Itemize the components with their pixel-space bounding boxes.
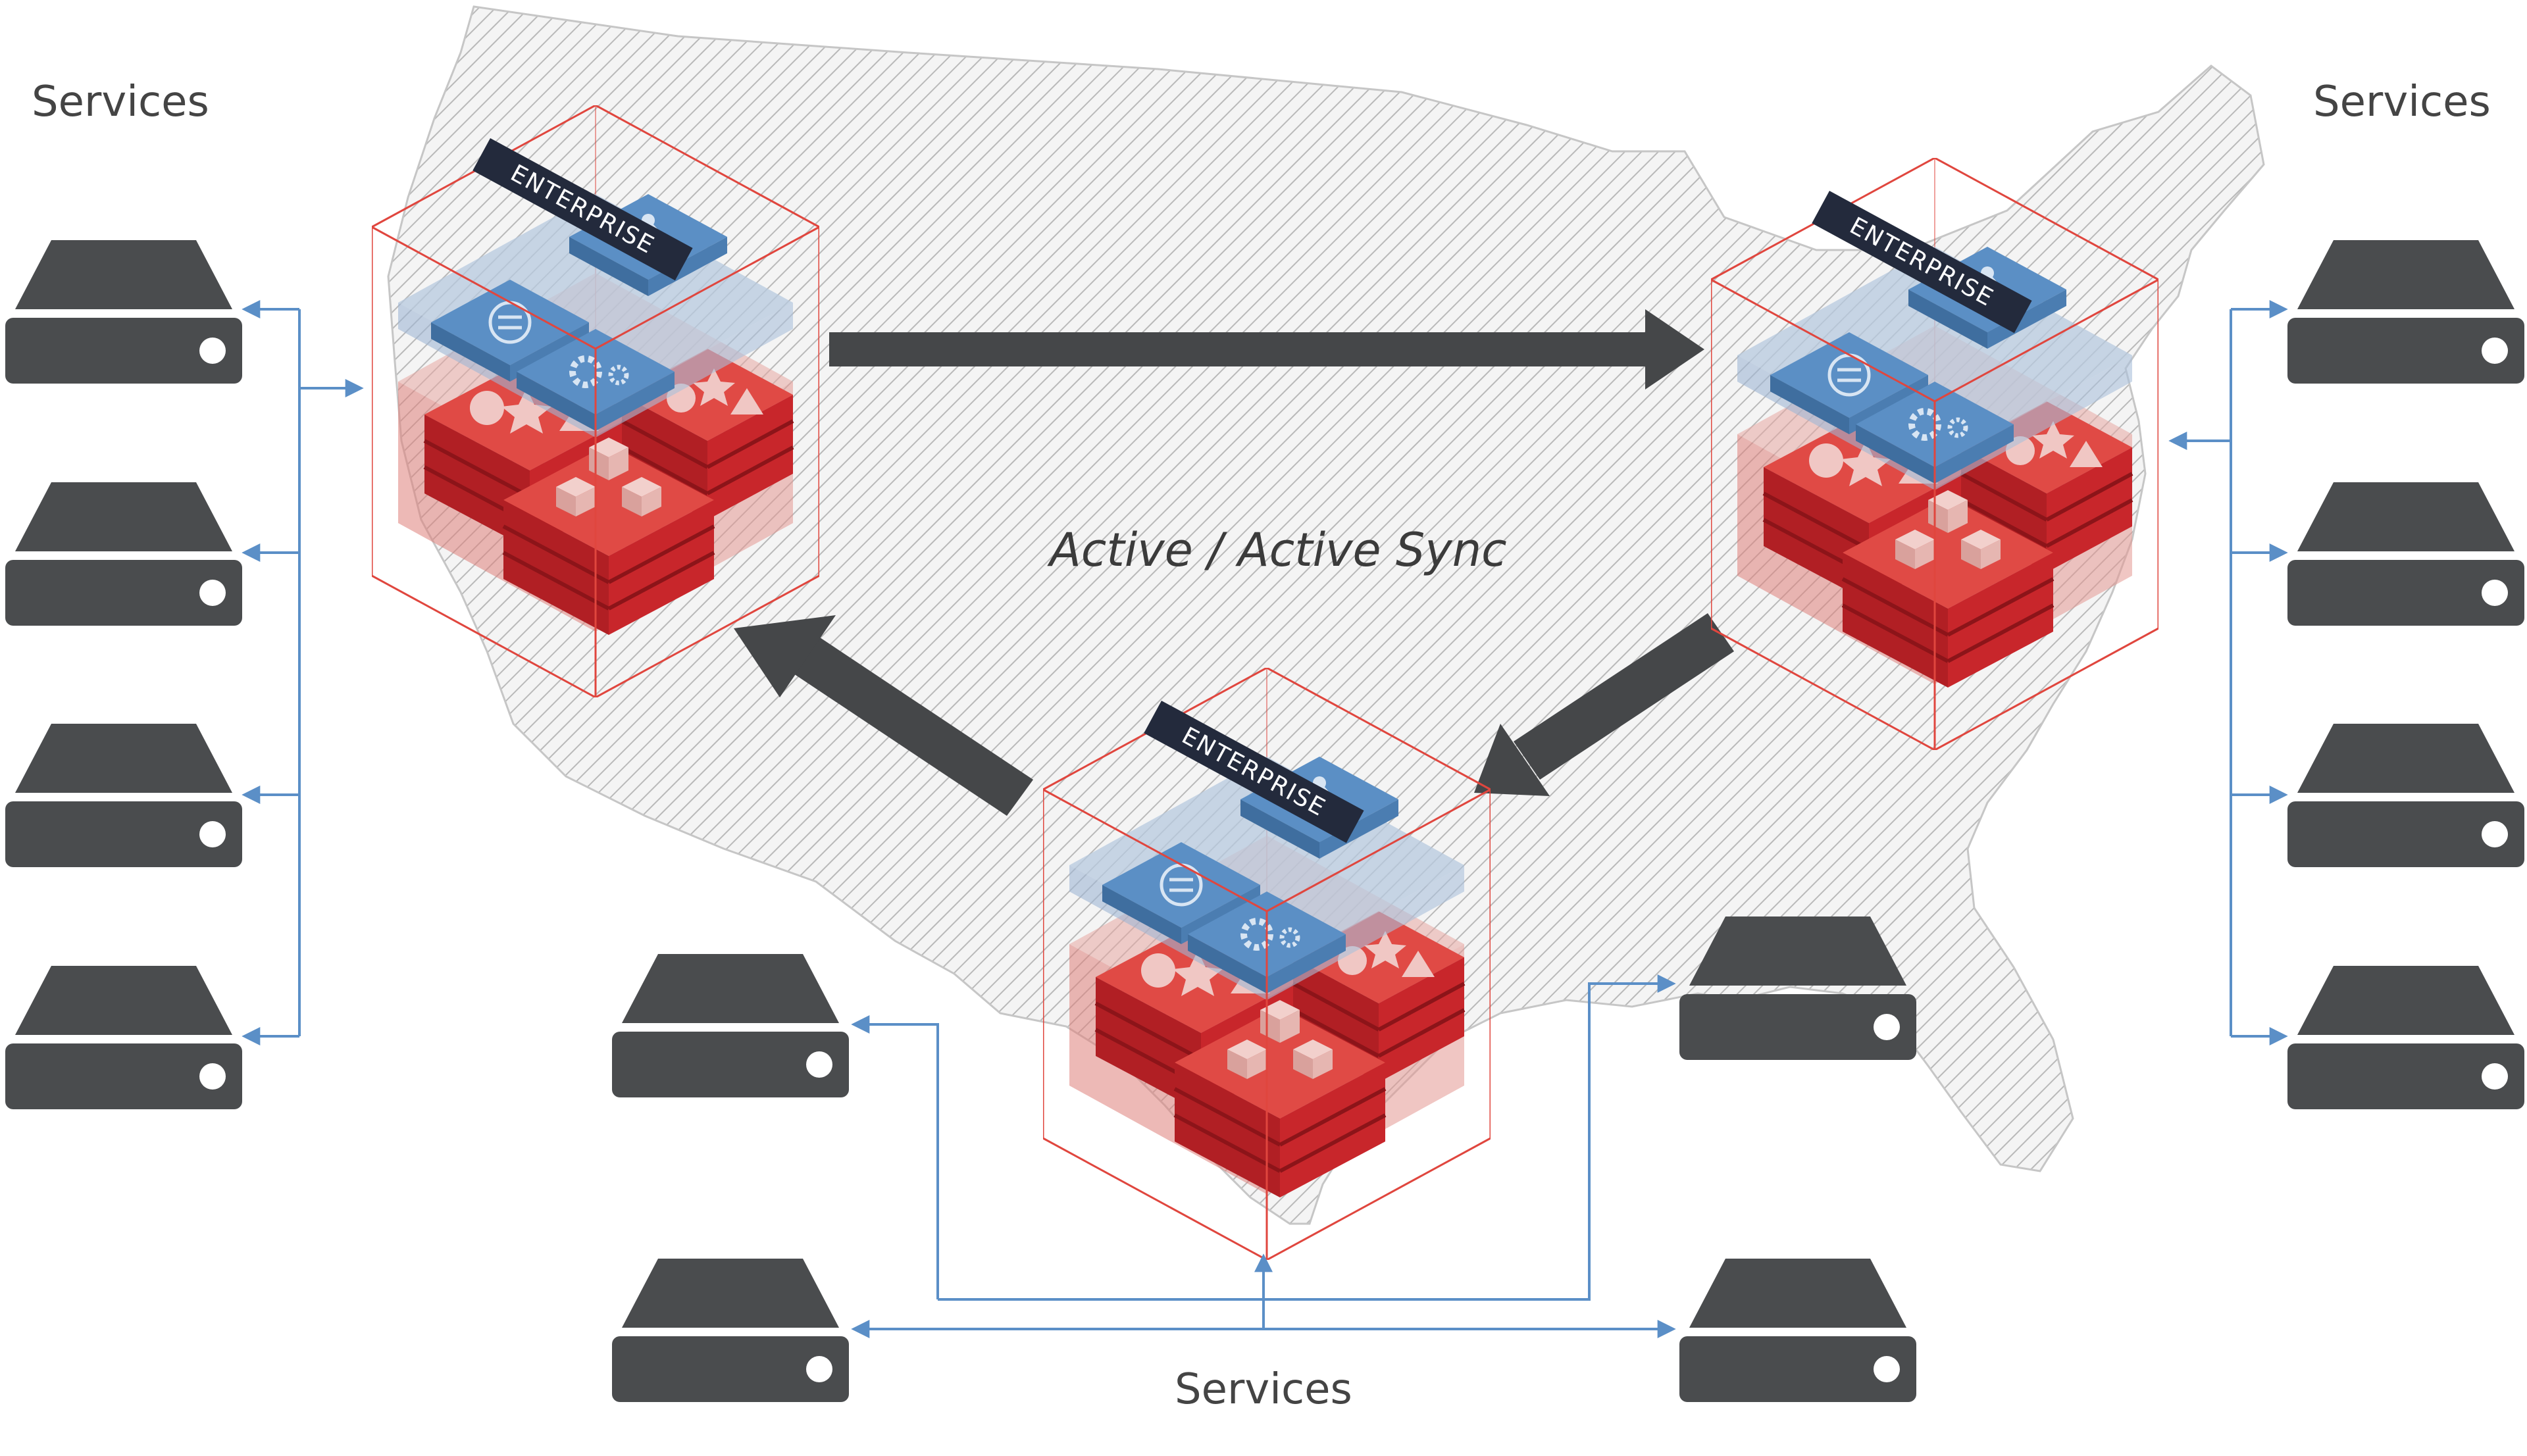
server-icon	[2287, 482, 2524, 626]
connectors-left	[242, 300, 364, 1045]
server-icon	[5, 240, 242, 384]
services-label-left: Services	[32, 78, 209, 126]
server-icon	[612, 1259, 849, 1402]
server-icon	[5, 724, 242, 867]
connectors-bottom	[851, 974, 1676, 1338]
server-icon	[612, 954, 849, 1097]
services-label-right: Services	[2313, 78, 2491, 126]
sync-label: Active / Active Sync	[1050, 523, 1507, 577]
server-icon	[5, 966, 242, 1109]
connectors-right	[2168, 300, 2288, 1045]
server-icon	[5, 482, 242, 626]
server-icon	[1679, 1259, 1916, 1402]
server-icon	[2287, 966, 2524, 1109]
sync-arrow-east-to-south	[1474, 613, 1734, 796]
server-icon	[2287, 240, 2524, 384]
server-icon	[2287, 724, 2524, 867]
sync-arrow-west-to-east	[829, 309, 1704, 389]
sync-arrow-south-to-west	[734, 615, 1033, 816]
services-label-bottom: Services	[1175, 1365, 1352, 1414]
